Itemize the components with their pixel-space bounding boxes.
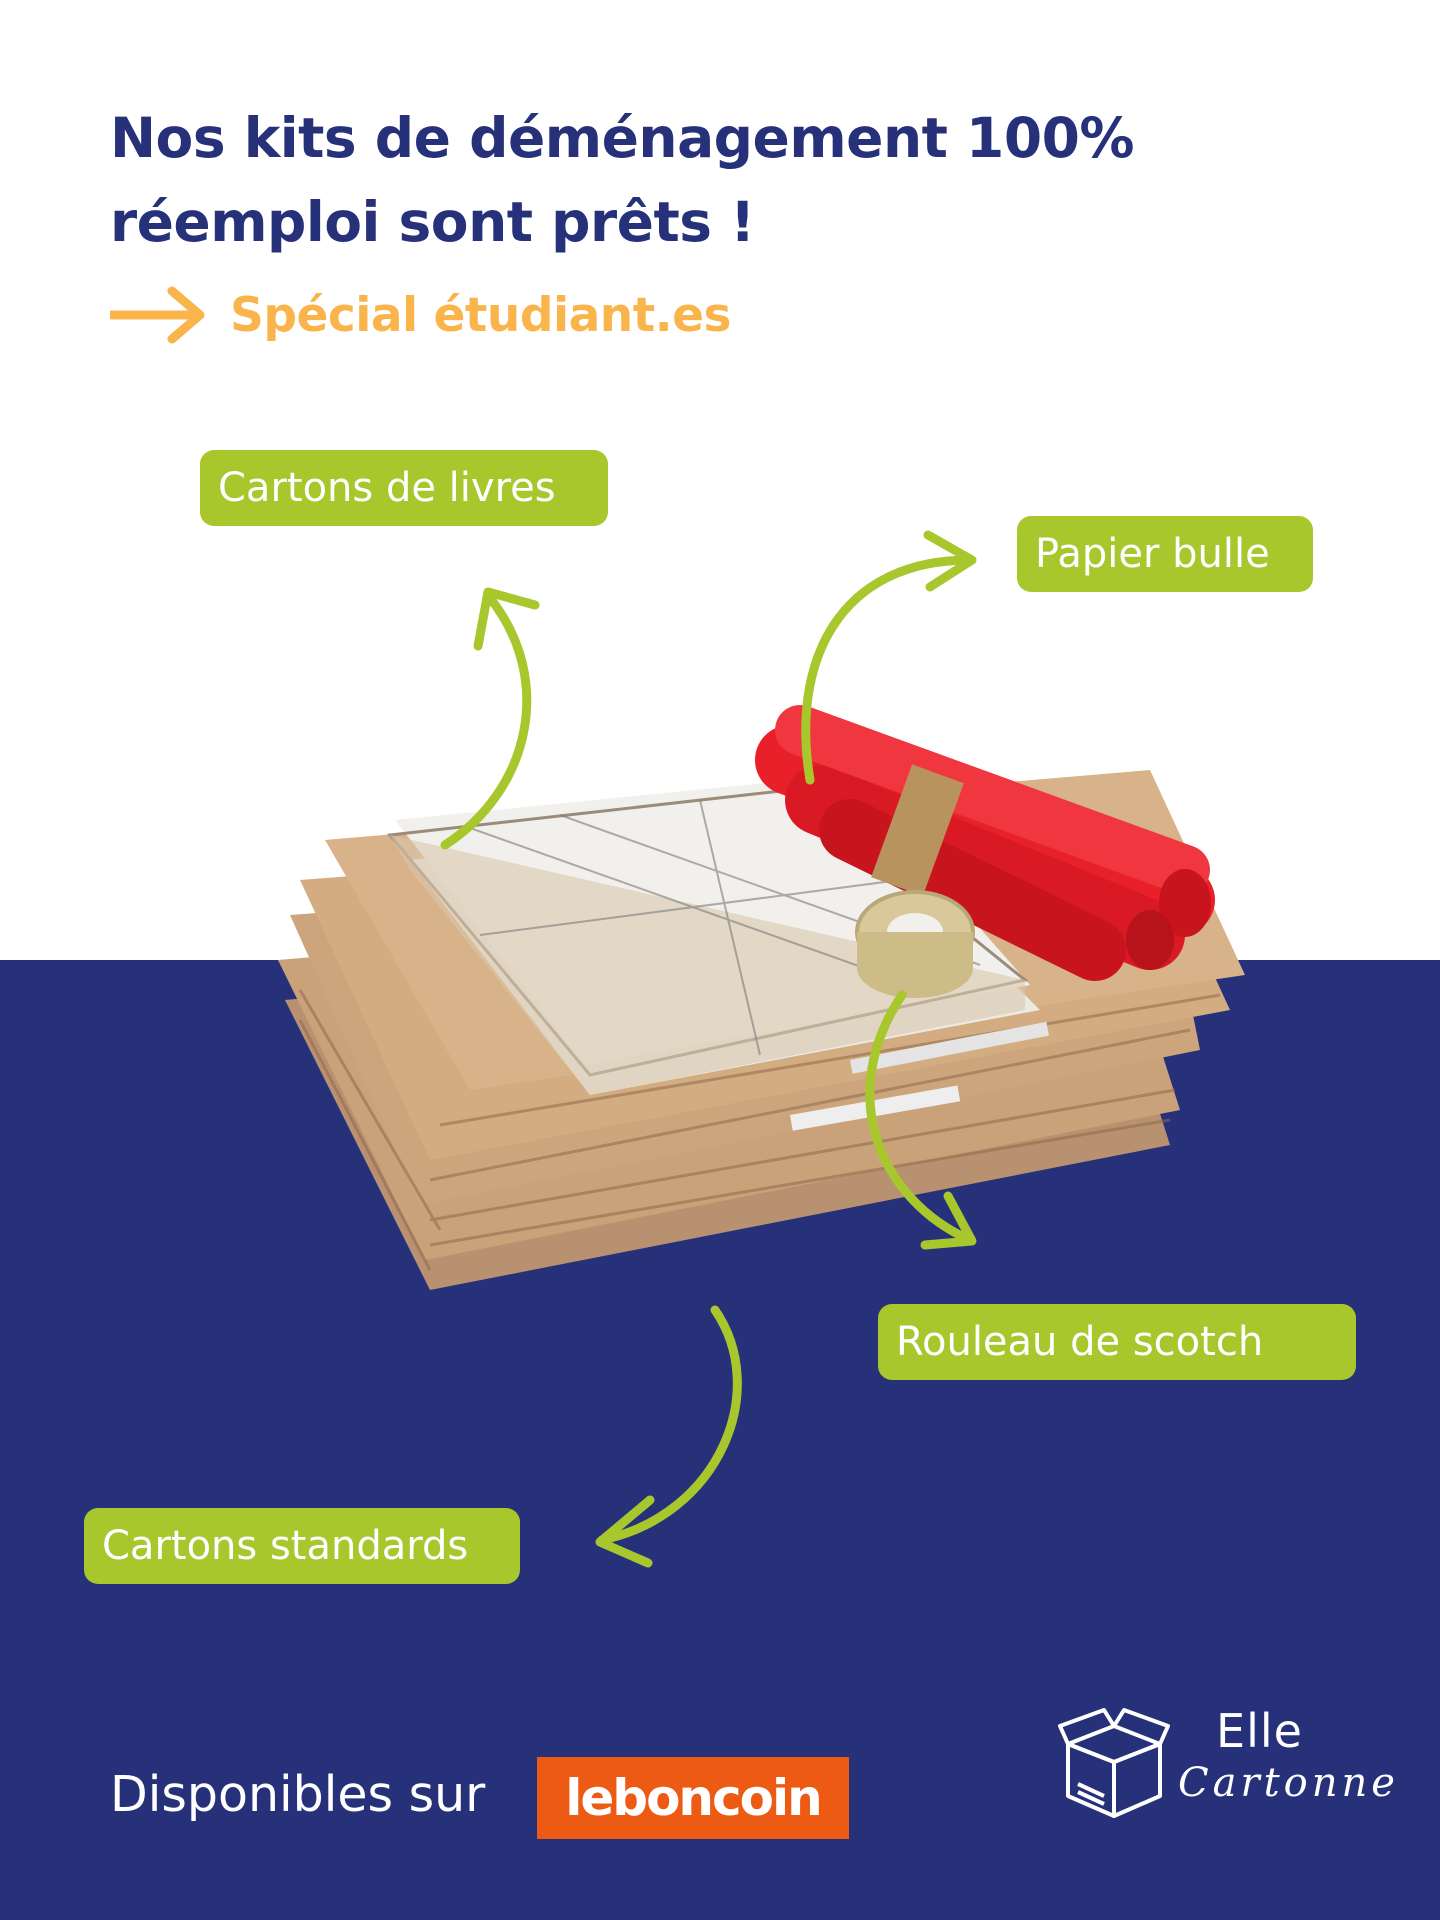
- arrow-to-books-label-icon: [440, 587, 540, 850]
- leboncoin-logo-text: leboncoin: [565, 1769, 823, 1827]
- label-cartons-standards: Cartons standards: [84, 1508, 520, 1584]
- headline-line-1: Nos kits de déménagement 100%: [110, 106, 1134, 170]
- page-headline: Nos kits de déménagement 100% réemploi s…: [110, 96, 1350, 264]
- brand-name-line-1: Elle: [1216, 1704, 1303, 1758]
- label-rouleau-de-scotch: Rouleau de scotch: [878, 1304, 1356, 1380]
- arrow-to-standard-label-icon: [595, 1305, 742, 1568]
- arrow-to-tape-label-icon: [865, 990, 977, 1250]
- elle-cartonne-logo: Elle Cartonne: [1058, 1700, 1395, 1830]
- arrow-to-bubble-label-icon: [801, 530, 977, 785]
- brand-name-line-2: Cartonne: [1178, 1760, 1399, 1806]
- cardboard-label: [850, 1021, 1049, 1074]
- cardboard-label: [790, 1085, 961, 1131]
- open-box-icon: [1058, 1708, 1170, 1818]
- available-on-text: Disponibles sur: [110, 1766, 486, 1823]
- bubble-wrap-rolls: [755, 705, 1215, 981]
- tape-roll: [855, 890, 975, 998]
- subtitle: Spécial étudiant.es: [230, 287, 731, 343]
- label-cartons-de-livres: Cartons de livres: [200, 450, 608, 526]
- headline-line-2: réemploi sont prêts !: [110, 190, 755, 254]
- leboncoin-logo[interactable]: leboncoin: [537, 1757, 849, 1839]
- subtitle-row: Spécial étudiant.es: [110, 285, 731, 345]
- white-carton: [390, 835, 1025, 1095]
- label-papier-bulle: Papier bulle: [1017, 516, 1313, 592]
- bubble-wrap-tape-band: [871, 764, 964, 896]
- arrow-right-icon: [110, 286, 205, 344]
